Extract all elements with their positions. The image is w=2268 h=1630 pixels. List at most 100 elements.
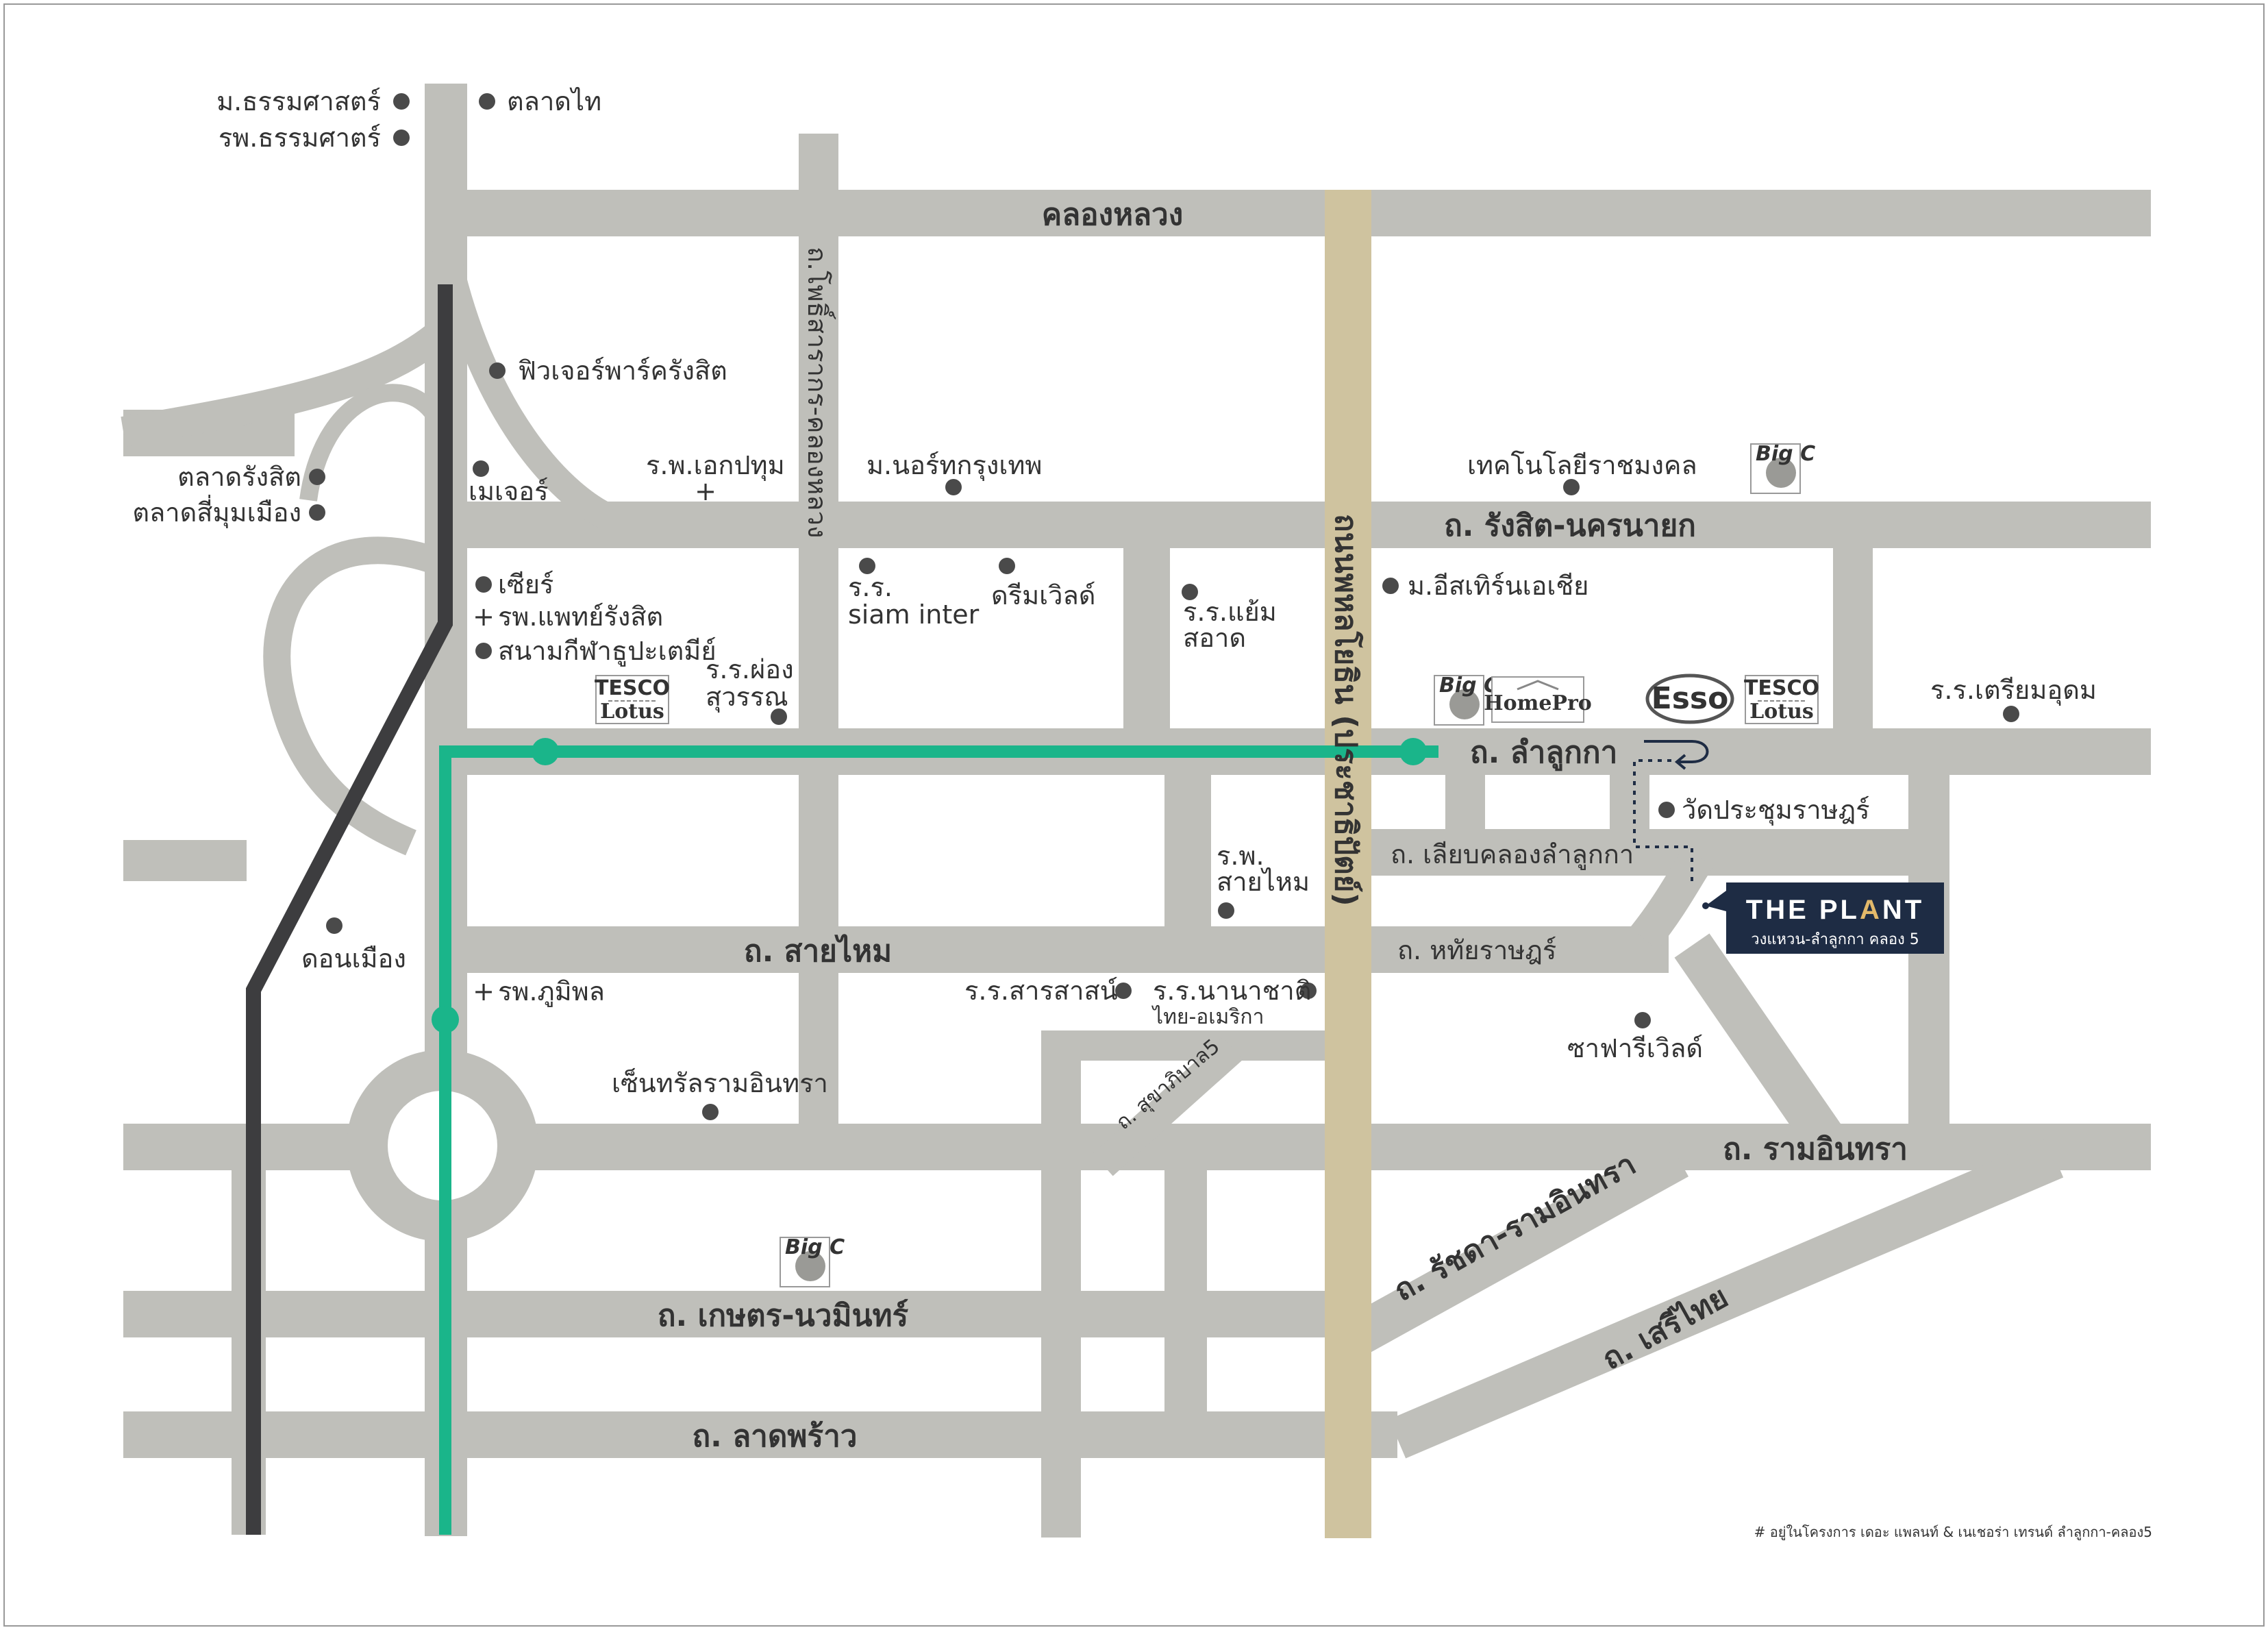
- hospital-icon: +: [473, 602, 495, 632]
- route-dotted-line: [1633, 759, 1693, 884]
- place-dot: [945, 479, 962, 495]
- road-vertical-1640: [1123, 548, 1170, 730]
- place-ekpatum-hosp: ร.พ.เอกปทุม: [646, 450, 785, 481]
- svg-text:Big C: Big C: [785, 1235, 845, 1259]
- road-vertical-2676: [1833, 548, 1873, 730]
- road-left-stub: [123, 840, 247, 881]
- place-dot: [393, 129, 410, 146]
- road-project-diagonal: [1674, 933, 1847, 1157]
- place-yaem-sa-at-1: ร.ร.แย้ม: [1183, 597, 1277, 627]
- road-label-klong-luang: คลองหลวง: [1042, 197, 1183, 232]
- project-name: THE PLANT: [1746, 895, 1924, 925]
- place-sai-mai-hosp-2: สายไหม: [1217, 867, 1310, 897]
- interchange-loop: [299, 384, 438, 502]
- road-lat-phrao: [123, 1411, 1397, 1458]
- place-thammasat-u: ม.ธรรมศาสตร์: [216, 86, 381, 116]
- road-klong-luang: [425, 190, 2151, 236]
- place-dot: [473, 460, 489, 477]
- place-safari-world: ซาฟารีเวิลด์: [1567, 1033, 1703, 1063]
- place-rmut: เทคโนโลยีราชมงคล: [1467, 450, 1697, 480]
- hospital-icon: +: [695, 476, 716, 506]
- place-talad-rangsit: ตลาดรังสิต: [177, 462, 301, 492]
- project-marker: THE PLANT วงแหวน-ลำลูกกา คลอง 5: [1702, 882, 1944, 954]
- svg-text:Lotus: Lotus: [1749, 700, 1814, 724]
- rail-line-dark: [246, 284, 453, 1535]
- place-dream-world: ดรีมเวิลด์: [991, 580, 1095, 610]
- place-dot: [479, 93, 495, 110]
- place-dot: [475, 643, 492, 659]
- road-sukhaphiban5: [1093, 1037, 1243, 1176]
- road-hathai-rat: [1367, 926, 1669, 973]
- place-dot: [1300, 983, 1317, 999]
- svg-text:TESCO: TESCO: [595, 676, 670, 700]
- svg-text:Big C: Big C: [1756, 442, 1815, 466]
- place-dot: [1182, 584, 1198, 600]
- place-dot: [309, 504, 325, 521]
- place-dot: [771, 708, 787, 725]
- place-dot: [1218, 902, 1234, 919]
- svg-text:Esso: Esso: [1652, 681, 1729, 716]
- place-future-park: ฟิวเจอร์พาร์ครังสิต: [518, 356, 727, 386]
- place-phong-suwan-2: สุวรรณ: [706, 682, 788, 713]
- interchange-curve-2: [432, 243, 622, 534]
- place-north-bangkok-u: ม.นอร์ทกรุงเทพ: [867, 450, 1042, 481]
- place-dot: [1382, 578, 1399, 594]
- place-yaem-sa-at-2: สอาด: [1183, 623, 1246, 653]
- place-major: เมเจอร์: [469, 476, 549, 506]
- svg-text:Lotus: Lotus: [600, 700, 664, 724]
- place-sai-mai-hosp-1: ร.พ.: [1217, 841, 1264, 871]
- place-dot: [393, 93, 410, 110]
- place-dot: [1115, 983, 1132, 999]
- interchange-curve-1: [121, 317, 456, 447]
- road-phot-sarakon: [799, 134, 838, 730]
- place-dot: [999, 558, 1015, 574]
- road-seri-thai: [1388, 1138, 2064, 1459]
- place-dot: [489, 362, 506, 379]
- place-talad-thai: ตลาดไท: [507, 86, 601, 116]
- road-vertical-2110: [1445, 775, 1485, 843]
- place-phong-suwan-1: ร.ร.ผ่อง: [706, 654, 794, 684]
- esso-logo-icon: Esso: [1645, 674, 1734, 724]
- place-nanachat-1: ร.ร.นานาชาติ: [1153, 976, 1311, 1006]
- place-dot: [326, 917, 342, 934]
- place-dot: [2003, 706, 2019, 722]
- place-dot: [1634, 1012, 1651, 1028]
- place-don-mueang: ดอนเมือง: [301, 943, 406, 974]
- road-label-lat-phrao: ถ. ลาดพร้าว: [693, 1419, 858, 1454]
- place-stadium: สนามกีฬาธูปะเตมีย์: [498, 636, 716, 667]
- place-wat-prachum: วัดประชุมราษฎร์: [1682, 795, 1870, 826]
- tesco-lotus-logo-icon: TESCO Lotus: [595, 675, 670, 724]
- road-label-phot-sarakon: ถ.โพธิ์สารากร-คลองหลวง: [802, 247, 836, 538]
- road-vertical-phot-lower: [799, 775, 838, 1131]
- place-dot: [1658, 802, 1675, 818]
- place-talad-si-mum: ตลาดสี่มุมเมือง: [132, 495, 301, 528]
- svg-text:TESCO: TESCO: [1744, 676, 1819, 700]
- station-dot: [532, 738, 559, 765]
- rail-line-green: [432, 738, 1438, 1535]
- place-central-ram-inthra: เซ็นทรัลรามอินทรา: [612, 1067, 828, 1098]
- place-nanachat-2: ไทย-อเมริกา: [1151, 1004, 1264, 1029]
- place-sear: เซียร์: [498, 569, 553, 600]
- footnote: # อยู่ในโครงการ เดอะ แพลนท์ & เนเชอร่า เ…: [1754, 1524, 2152, 1541]
- road-vertical-1700b: [1164, 1165, 1207, 1411]
- road-label-hathai-rat: ถ. หทัยราษฎร์: [1397, 935, 1556, 965]
- place-sarasas: ร.ร.สารสาสน์: [964, 976, 1118, 1006]
- road-vertical-1700: [1164, 775, 1211, 933]
- road-label-ram-inthra: ถ. รามอินทรา: [1723, 1132, 1908, 1167]
- place-siam-inter-1: ร.ร.: [848, 572, 893, 602]
- road-curves: [121, 243, 2064, 1459]
- road-label-lam-luk-ka: ถ. ลำลูกกา: [1470, 735, 1617, 771]
- svg-text:HomePro: HomePro: [1484, 691, 1592, 715]
- place-dot: [859, 558, 875, 574]
- homepro-logo-icon: HomePro: [1484, 676, 1592, 723]
- place-triam-udom: ร.ร.เตรียมอุดม: [1930, 675, 2097, 706]
- big-loop: [263, 536, 443, 856]
- road-sai-mai: [438, 926, 1349, 973]
- road-label-sai-mai: ถ. สายไหม: [744, 933, 892, 969]
- big-c-logo-icon: Big C: [1434, 674, 1499, 726]
- big-c-logo-icon: Big C: [1750, 442, 1815, 494]
- place-phaet-rangsit: รพ.แพทย์รังสิต: [498, 602, 663, 632]
- hospital-icon: +: [473, 976, 495, 1007]
- project-subtitle: วงแหวน-ลำลูกกา คลอง 5: [1751, 931, 1919, 948]
